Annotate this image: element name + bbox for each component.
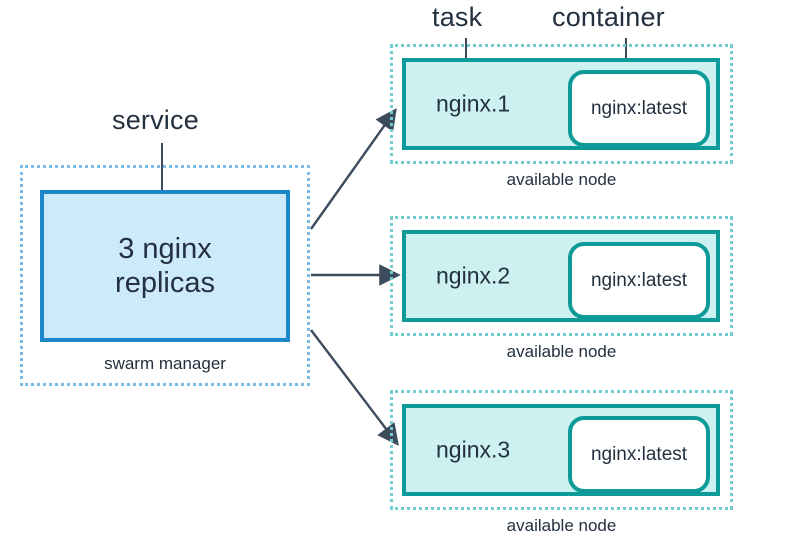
node-boundary-3	[390, 390, 733, 510]
node-box-3[interactable]: nginx.3 nginx:latest	[402, 404, 720, 496]
task-label-3: nginx.3	[436, 436, 511, 463]
service-box-text: 3 nginx replicas	[115, 232, 215, 300]
service-replicas-line-2: replicas	[115, 267, 215, 299]
container-box-2[interactable]: nginx:latest	[568, 242, 710, 319]
node-caption-3: available node	[506, 516, 617, 535]
leader-line-service	[161, 143, 163, 219]
swarm-manager-caption: swarm manager	[104, 354, 226, 373]
node-caption-1: available node	[506, 170, 617, 189]
service-box[interactable]: 3 nginx replicas	[40, 190, 290, 342]
task-label-2: nginx.2	[436, 262, 511, 289]
node-box-2[interactable]: nginx.2 nginx:latest	[402, 230, 720, 322]
callout-label-container: container	[552, 2, 665, 32]
callout-label-task: task	[432, 2, 483, 32]
node-boundary-1	[390, 44, 733, 164]
service-replicas-line-1: 3 nginx	[118, 232, 212, 265]
arrow-to-node-1	[310, 108, 397, 230]
arrow-to-node-3	[310, 329, 399, 446]
node-boundary-2	[390, 216, 733, 336]
swarm-manager-boundary	[20, 165, 310, 386]
container-box-3[interactable]: nginx:latest	[568, 416, 710, 493]
callout-label-service: service	[112, 105, 199, 135]
node-caption-2: available node	[506, 342, 617, 361]
container-image-label-1: nginx:latest	[590, 97, 688, 119]
task-label-1: nginx.1	[436, 90, 511, 117]
container-image-label-3: nginx:latest	[590, 443, 688, 465]
container-box-1[interactable]: nginx:latest	[568, 70, 710, 147]
node-box-1[interactable]: nginx.1 nginx:latest	[402, 58, 720, 150]
container-image-label-2: nginx:latest	[590, 269, 688, 291]
